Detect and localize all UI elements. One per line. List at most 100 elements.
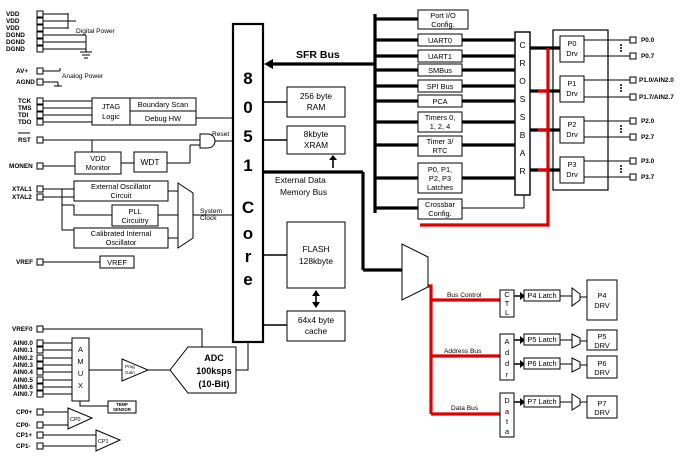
pin-ain0-7: AIN0.7	[13, 391, 33, 398]
timer3-rtc-line1: Timer 3/	[427, 137, 455, 146]
p2-drv-line2: Drv	[566, 130, 578, 139]
pin-tdi: TDI	[18, 112, 29, 119]
spi-bus-label: SPI Bus	[427, 82, 454, 91]
p3-drv-line1: P3	[567, 160, 576, 169]
vref0-line	[43, 328, 203, 347]
ext-data-bus-path	[263, 170, 402, 272]
system-clock-line1: System	[200, 208, 222, 215]
adc-line1: ADC	[204, 353, 224, 363]
jtag-logic-box	[91, 97, 131, 126]
core-char-1: 8	[243, 69, 252, 88]
crossbar-config-box	[417, 198, 463, 220]
int-osc-line1: Calibrated Internal	[91, 229, 152, 238]
ctl-char-1: C	[504, 290, 510, 299]
pin-p0-0: P0.0	[641, 37, 655, 44]
cp1-comparator	[95, 429, 122, 452]
left-pin-square	[36, 368, 44, 376]
bus-control-label: Bus Control	[447, 292, 482, 299]
clock-mux	[177, 182, 194, 249]
p6-drv-line1: P6	[597, 359, 606, 368]
data-char-2: a	[505, 407, 510, 416]
address-bus-label: Address Bus	[444, 348, 482, 355]
left-pin-square	[36, 408, 44, 416]
crossbar-char-3: O	[519, 76, 526, 86]
left-pin-square	[36, 258, 44, 266]
flash-line1: FLASH	[303, 244, 330, 254]
jtag-section: TCK TMS TDI TDO JTAG Logic Boundary Scan…	[18, 97, 233, 126]
core-char-6: o	[243, 224, 253, 243]
xram-line2: XRAM	[304, 140, 328, 150]
port-ellipsis-dots	[620, 44, 622, 173]
pin-dgnd-3: DGND	[6, 46, 25, 53]
reset-section: RST Reset MONEN VDD Monitor WDT	[9, 131, 233, 175]
flash-cache-arrowheads	[312, 290, 320, 308]
sfr-peripherals: Port I/O Config. UART0 UART1 SMBus SPI B…	[417, 9, 469, 220]
pin-ain0-3: AIN0.3	[13, 362, 33, 369]
power-wiring	[43, 13, 92, 59]
flash-box	[286, 221, 346, 289]
pin-agnd: AGND	[16, 79, 35, 86]
left-pin-square	[36, 97, 44, 105]
uart1-label: UART1	[428, 52, 452, 61]
prog-gain-line1: Prog	[125, 364, 135, 369]
port-drivers: P0 Drv P1 Drv P2 Drv P3 Drv P0.0 P0.7	[559, 35, 674, 184]
crossbar-char-7: A	[520, 148, 526, 158]
left-pin-square	[36, 354, 44, 362]
xram-line1: 8kbyte	[304, 129, 329, 139]
cp-wiring	[43, 411, 96, 447]
left-pin-square	[36, 118, 44, 126]
port-io-config-box	[417, 9, 469, 30]
pin-tdo: TDO	[18, 119, 32, 126]
smbus-label: SMBus	[428, 66, 452, 75]
p0-drv-box	[559, 35, 585, 63]
port-latches-line3: Latches	[427, 183, 453, 192]
p6-drv-box	[586, 355, 618, 379]
p5-latch-label: P5 Latch	[527, 335, 556, 344]
amux-char-1: A	[78, 345, 83, 354]
analog-power-label: Analog Power	[62, 73, 104, 80]
p3-drv-box	[559, 156, 585, 184]
crossbar-char-2: R	[519, 58, 525, 68]
core-char-5: C	[242, 198, 254, 217]
ain-wiring	[43, 342, 72, 395]
p1-drv-line2: Drv	[566, 89, 578, 98]
core-char-7: r	[245, 247, 252, 266]
addr-box	[499, 333, 515, 381]
pin-ain0-6: AIN0.6	[13, 384, 33, 391]
p7-drv-box	[586, 395, 618, 419]
p3-drv-line2: Drv	[566, 170, 578, 179]
pin-ain0-2: AIN0.2	[13, 355, 33, 362]
core-8051: 8 0 5 1 C o r e	[231, 22, 265, 344]
cp0-label: CP0	[70, 417, 81, 423]
addr-char-3: d	[505, 359, 509, 368]
pin-cp0-plus: CP0+	[16, 409, 32, 416]
peripheral-to-crossbar-lines	[462, 38, 515, 180]
debug-hw-label: Debug HW	[145, 114, 181, 123]
pin-p3-0: P3.0	[641, 158, 655, 165]
sfr-bus-taps	[375, 17, 418, 210]
xram-arrowhead	[329, 155, 337, 160]
core-box	[231, 22, 265, 344]
red-crossbar-bus	[420, 48, 550, 227]
left-pin-square	[36, 193, 44, 201]
p5-drv-box	[586, 329, 618, 351]
left-pin-square	[36, 346, 44, 354]
ctl-char-3: L	[505, 308, 509, 317]
ext-memory-ports: C T L A d d r D a t a P4 Latch P5 Latch …	[499, 279, 618, 438]
p1-drv-box	[559, 75, 585, 103]
pin-vref0: VREF0	[12, 326, 33, 333]
left-pin-square	[36, 38, 44, 46]
temp-sensor-box	[107, 400, 137, 414]
port-io-config-line2: Config.	[431, 20, 454, 29]
pin-ain0-0: AIN0.0	[13, 340, 33, 347]
vref-box-label: VREF	[107, 258, 127, 267]
system-clock-line2: Clock	[200, 215, 217, 222]
left-pin-square	[36, 442, 44, 450]
pin-cp1-plus: CP1+	[16, 432, 32, 439]
port-io-config-line1: Port I/O	[430, 11, 456, 20]
pll-line1: PLL	[128, 207, 141, 216]
jtag-logic-line2: Logic	[102, 112, 120, 121]
analog-section: VREF0 AIN0.0 AIN0.1 AIN0.2 AIN0.3 AIN0.4…	[12, 326, 249, 414]
data-char-3: t	[506, 417, 508, 426]
wdt-label: WDT	[140, 157, 159, 167]
